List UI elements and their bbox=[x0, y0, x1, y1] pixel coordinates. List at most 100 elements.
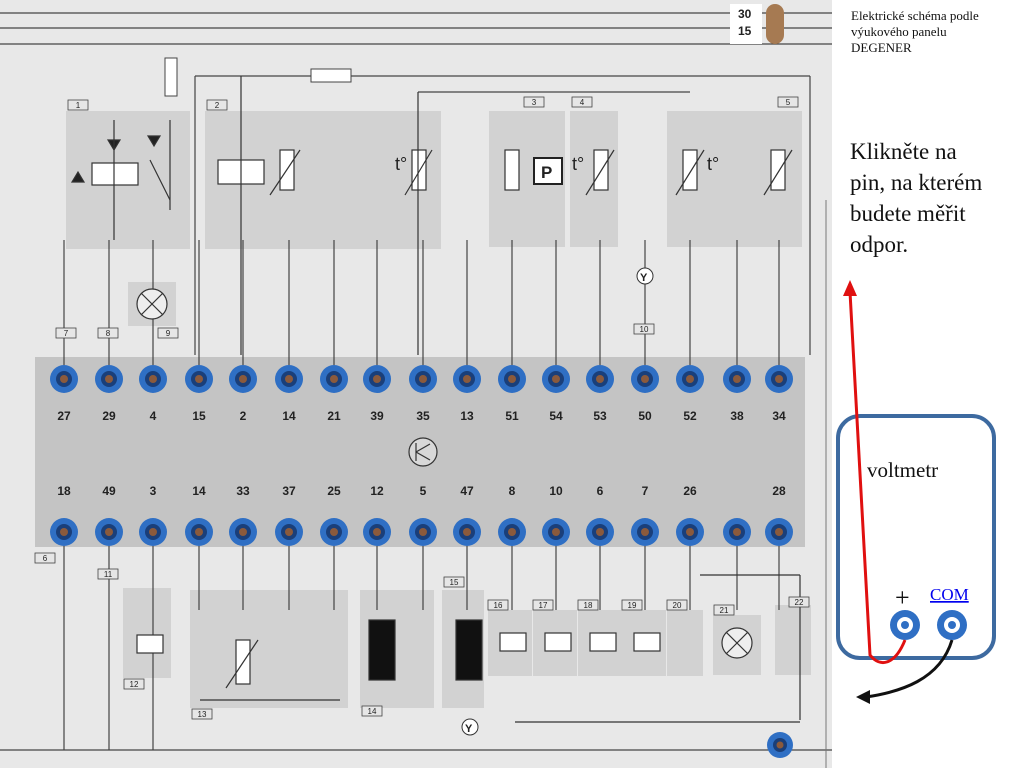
pin-jack-bottom-6[interactable] bbox=[586, 518, 614, 546]
pin-jack-top-2[interactable] bbox=[229, 365, 257, 393]
component-number-14: 14 bbox=[361, 705, 383, 717]
component-box-20 bbox=[667, 610, 703, 676]
component-number-13: 13 bbox=[191, 708, 213, 720]
fuse-left bbox=[164, 57, 178, 97]
pin-jack-top-14[interactable] bbox=[275, 365, 303, 393]
ground-y-label-top: Y bbox=[640, 272, 648, 284]
pin-label-bottom: 14 bbox=[192, 484, 206, 498]
svg-text:20: 20 bbox=[673, 601, 682, 610]
component-number-4: 4 bbox=[571, 96, 593, 108]
component-number-1: 1 bbox=[67, 99, 89, 111]
pin-label-bottom: 49 bbox=[102, 484, 116, 498]
pin-label-top: 53 bbox=[593, 409, 607, 423]
pin-jack-bottom-10[interactable] bbox=[542, 518, 570, 546]
fuse-plug bbox=[766, 4, 784, 44]
black-lead-arrow bbox=[856, 690, 870, 704]
svg-text:4: 4 bbox=[580, 98, 585, 107]
bottom-wires bbox=[63, 546, 780, 750]
pin-jack-bottom-5[interactable] bbox=[409, 518, 437, 546]
pin-label-top: 35 bbox=[416, 409, 430, 423]
pin-jack-bottom-25[interactable] bbox=[320, 518, 348, 546]
pin-jack-bottom-37[interactable] bbox=[275, 518, 303, 546]
pin-jack-top-51[interactable] bbox=[498, 365, 526, 393]
pin-label-top: 4 bbox=[150, 409, 157, 423]
pin-label-bottom: 28 bbox=[772, 484, 786, 498]
pin-jack-bottom-33[interactable] bbox=[229, 518, 257, 546]
pin-jack-bottom-8[interactable] bbox=[498, 518, 526, 546]
ground-y-label-bottom: Y bbox=[465, 723, 473, 735]
pin-label-top: 13 bbox=[460, 409, 474, 423]
svg-text:3: 3 bbox=[532, 98, 537, 107]
svg-text:11: 11 bbox=[104, 570, 113, 579]
pin-label-bottom: 37 bbox=[282, 484, 296, 498]
voltmeter-plus-jack[interactable] bbox=[890, 610, 920, 640]
component-number-15: 15 bbox=[443, 576, 465, 588]
component-number-10: 10 bbox=[633, 323, 655, 335]
instruction-text: Klikněte na pin, na kterém budete měřit … bbox=[850, 136, 1020, 260]
pin-jack-extra[interactable] bbox=[767, 732, 793, 758]
component-number-17: 17 bbox=[532, 599, 554, 611]
pin-jack-bottom-blank-15[interactable] bbox=[723, 518, 751, 546]
pin-jack-top-34[interactable] bbox=[765, 365, 793, 393]
temp-symbol-box4: t° bbox=[572, 154, 584, 174]
pin-jack-top-50[interactable] bbox=[631, 365, 659, 393]
pin-jack-top-35[interactable] bbox=[409, 365, 437, 393]
voltmeter-com-jack[interactable] bbox=[937, 610, 967, 640]
pin-jack-bottom-28[interactable] bbox=[765, 518, 793, 546]
pin-jack-bottom-14[interactable] bbox=[185, 518, 213, 546]
fuse-label-30: 30 bbox=[738, 7, 752, 21]
red-lead-arrow bbox=[843, 280, 857, 296]
pin-label-top: 52 bbox=[683, 409, 697, 423]
pin-jack-top-54[interactable] bbox=[542, 365, 570, 393]
pin-jack-bottom-49[interactable] bbox=[95, 518, 123, 546]
pin-jack-bottom-12[interactable] bbox=[363, 518, 391, 546]
svg-text:22: 22 bbox=[795, 598, 804, 607]
pin-jack-top-13[interactable] bbox=[453, 365, 481, 393]
instruction-line-2: pin, na kterém bbox=[850, 170, 983, 195]
bus-lines bbox=[0, 12, 832, 751]
ground-y-symbol-top bbox=[636, 267, 654, 285]
pin-label-bottom: 12 bbox=[370, 484, 384, 498]
pin-jack-bottom-47[interactable] bbox=[453, 518, 481, 546]
component-number-21: 21 bbox=[713, 604, 735, 616]
component-number-16: 16 bbox=[487, 599, 509, 611]
svg-text:14: 14 bbox=[368, 707, 377, 716]
pin-jack-top-29[interactable] bbox=[95, 365, 123, 393]
pin-label-bottom: 47 bbox=[460, 484, 474, 498]
pin-label-bottom: 8 bbox=[509, 484, 516, 498]
voltmeter-title: voltmetr bbox=[867, 458, 938, 482]
svg-text:10: 10 bbox=[640, 325, 649, 334]
pin-label-top: 38 bbox=[730, 409, 744, 423]
pin-jack-top-4[interactable] bbox=[139, 365, 167, 393]
pin-jack-top-39[interactable] bbox=[363, 365, 391, 393]
pin-jack-bottom-26[interactable] bbox=[676, 518, 704, 546]
pin-jack-bottom-3[interactable] bbox=[139, 518, 167, 546]
component-number-5: 5 bbox=[777, 96, 799, 108]
parking-symbol: P bbox=[541, 163, 552, 182]
instruction-line-4: odpor. bbox=[850, 232, 909, 257]
pin-jack-bottom-7[interactable] bbox=[631, 518, 659, 546]
pin-jack-top-53[interactable] bbox=[586, 365, 614, 393]
ground-y-symbol-bottom bbox=[461, 718, 479, 736]
pin-label-top: 15 bbox=[192, 409, 206, 423]
svg-text:6: 6 bbox=[43, 554, 48, 563]
instruction-line-1: Klikněte na bbox=[850, 139, 957, 164]
pin-jack-top-52[interactable] bbox=[676, 365, 704, 393]
component-number-18: 18 bbox=[577, 599, 599, 611]
voltmeter-com-link[interactable]: COM bbox=[930, 585, 969, 604]
temp-symbol-box2: t° bbox=[395, 154, 407, 174]
pin-jack-top-21[interactable] bbox=[320, 365, 348, 393]
fuse-top bbox=[310, 68, 352, 83]
pin-jack-bottom-18[interactable] bbox=[50, 518, 78, 546]
component-number-7: 7 bbox=[55, 327, 77, 339]
pin-jack-top-27[interactable] bbox=[50, 365, 78, 393]
pin-jack-top-38[interactable] bbox=[723, 365, 751, 393]
component-number-20: 20 bbox=[666, 599, 688, 611]
svg-text:15: 15 bbox=[450, 578, 459, 587]
svg-text:1: 1 bbox=[76, 101, 81, 110]
pin-label-top: 34 bbox=[772, 409, 786, 423]
component-number-9: 9 bbox=[157, 327, 179, 339]
pin-jack-top-15[interactable] bbox=[185, 365, 213, 393]
